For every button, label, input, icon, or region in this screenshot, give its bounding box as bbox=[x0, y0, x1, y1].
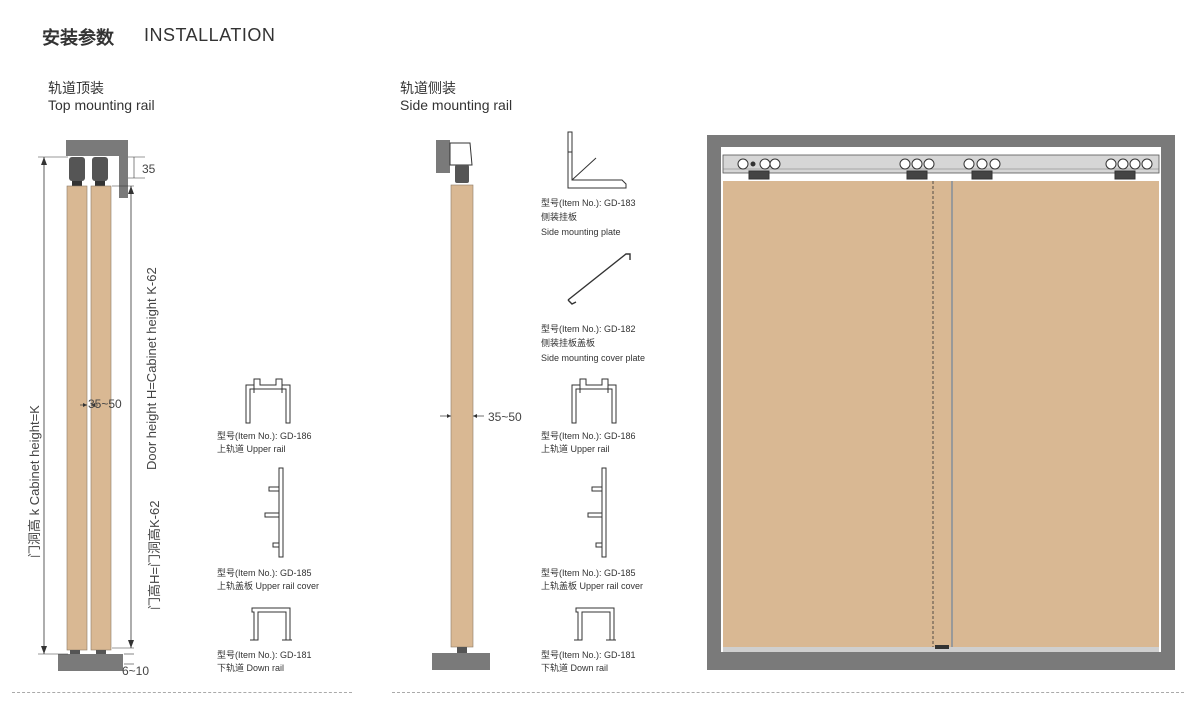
side-wall-bracket bbox=[436, 140, 450, 173]
divider-left bbox=[12, 692, 352, 693]
ceiling-frame bbox=[66, 140, 128, 156]
roller-group-3 bbox=[963, 158, 1001, 180]
roller-left bbox=[69, 157, 85, 186]
divider-right bbox=[392, 692, 1184, 693]
floor-base bbox=[58, 654, 123, 671]
part-right-186-item: 型号(Item No.): GD-186 bbox=[541, 431, 636, 441]
part-right-185-name: 上轨盖板 Upper rail cover bbox=[541, 581, 644, 591]
side-mount-title-en: Side mounting rail bbox=[400, 97, 513, 113]
profile-gd181-left bbox=[250, 607, 292, 641]
part-left-186-name: 上轨道 Upper rail bbox=[217, 444, 286, 454]
dim-top-35: 35 bbox=[142, 162, 156, 176]
roller-right bbox=[92, 157, 108, 186]
top-mount-drawing bbox=[38, 140, 145, 671]
part-left-181-name: 下轨道 Down rail bbox=[217, 663, 285, 673]
dim-gap-left: 35~50 bbox=[88, 397, 122, 411]
profile-gd186-right bbox=[571, 378, 617, 424]
top-rail bbox=[722, 154, 1160, 174]
part-182-item: 型号(Item No.): GD-182 bbox=[541, 324, 636, 334]
side-mount-drawing bbox=[432, 140, 490, 670]
profile-gd182 bbox=[567, 253, 631, 305]
part-right-181-name: 下轨道 Down rail bbox=[541, 663, 609, 673]
front-view-doors bbox=[707, 135, 1175, 670]
label-cabinet-height: 门洞高 k Cabinet height=K bbox=[27, 405, 42, 558]
front-door-left bbox=[723, 181, 951, 647]
top-mount-title-cn: 轨道顶装 bbox=[48, 80, 104, 96]
part-183-item: 型号(Item No.): GD-183 bbox=[541, 198, 636, 208]
part-right-186-name: 上轨道 Upper rail bbox=[541, 444, 610, 454]
door-panel-left bbox=[66, 185, 88, 651]
page-title-cn: 安装参数 bbox=[42, 28, 114, 48]
profile-gd185-right bbox=[587, 467, 607, 558]
page-title-en: INSTALLATION bbox=[144, 25, 276, 45]
top-mount-title-en: Top mounting rail bbox=[48, 97, 155, 113]
side-door-panel bbox=[450, 184, 474, 648]
label-door-height-cn: 门高H=门洞高K-62 bbox=[147, 500, 162, 610]
side-floor-base bbox=[432, 653, 490, 670]
door-panel-right bbox=[90, 185, 112, 651]
ceiling-frame-right-leg bbox=[119, 140, 128, 198]
part-left-181-item: 型号(Item No.): GD-181 bbox=[217, 650, 312, 660]
roller-group-2 bbox=[899, 158, 935, 180]
part-182-name-cn: 侧装挂板盖板 bbox=[541, 338, 596, 348]
profile-gd186-left bbox=[245, 378, 291, 424]
dim-gap-side: 35~50 bbox=[488, 410, 522, 424]
part-182-name-en: Side mounting cover plate bbox=[541, 353, 646, 363]
profile-gd181-right bbox=[574, 607, 616, 641]
part-right-181-item: 型号(Item No.): GD-181 bbox=[541, 650, 636, 660]
part-left-185-item: 型号(Item No.): GD-185 bbox=[217, 568, 312, 578]
front-door-right bbox=[953, 181, 1159, 647]
part-left-185-name: 上轨盖板 Upper rail cover bbox=[217, 581, 320, 591]
profile-gd183 bbox=[567, 131, 627, 189]
profile-gd185-left bbox=[264, 467, 284, 558]
dim-bottom: 6~10 bbox=[122, 664, 150, 678]
part-183-name-en: Side mounting plate bbox=[541, 227, 621, 237]
part-right-185-item: 型号(Item No.): GD-185 bbox=[541, 568, 636, 578]
side-mount-title-cn: 轨道侧装 bbox=[400, 80, 456, 96]
label-door-height: Door height H=Cabinet height K-62 bbox=[144, 267, 159, 470]
part-left-186-item: 型号(Item No.): GD-186 bbox=[217, 431, 312, 441]
roller-group-1 bbox=[737, 158, 781, 180]
part-183-name-cn: 侧装挂板 bbox=[541, 212, 578, 222]
roller-group-4 bbox=[1105, 158, 1153, 180]
